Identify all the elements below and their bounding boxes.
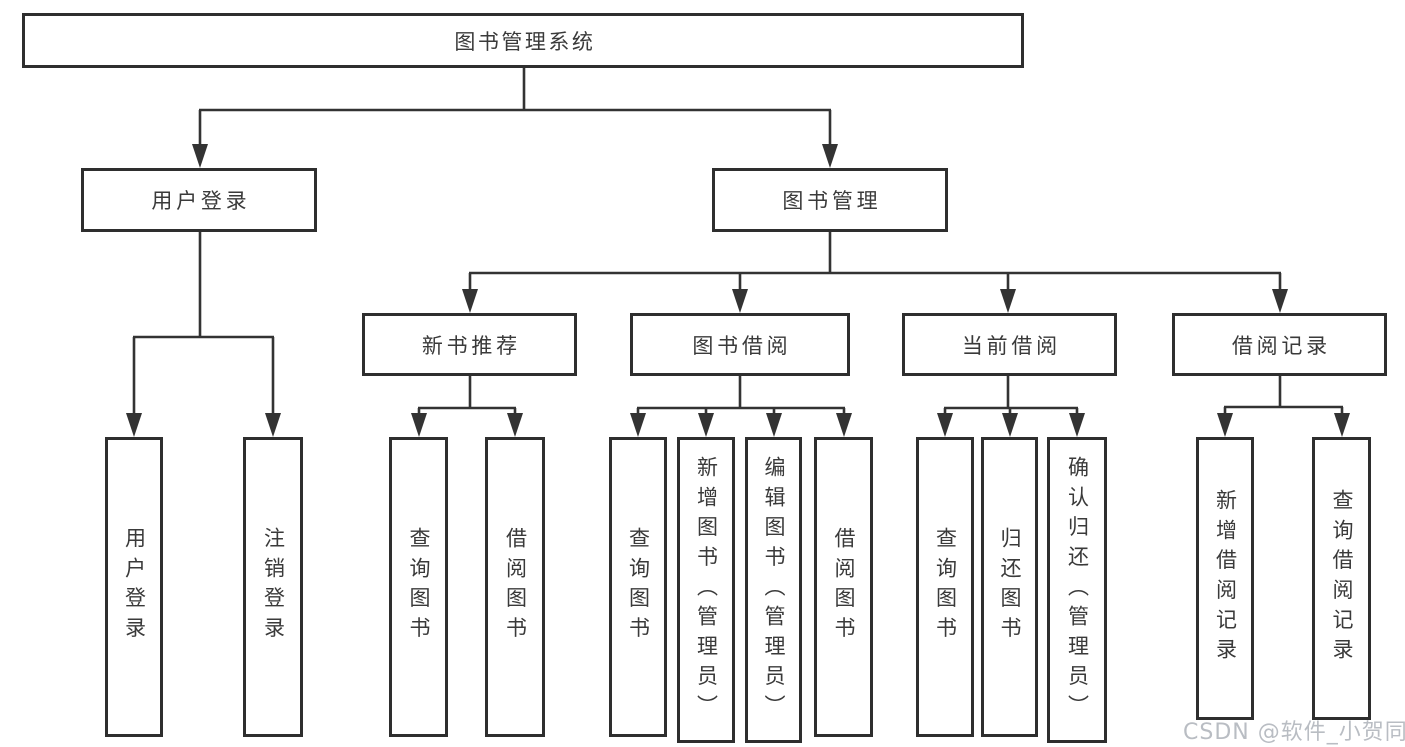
node-current-borrowing: 当前借阅	[902, 313, 1117, 376]
node-new-book-recommend: 新书推荐	[362, 313, 577, 376]
leaf-edit-book-admin: 编辑图书（管理员）	[745, 437, 802, 743]
leaf-query-books-current: 查询图书	[916, 437, 974, 737]
leaf-user-login: 用户登录	[105, 437, 163, 737]
leaf-confirm-return-admin: 确认归还（管理员）	[1047, 437, 1107, 743]
node-user-login: 用户登录	[81, 168, 317, 232]
node-root: 图书管理系统	[22, 13, 1024, 68]
node-borrowing-records: 借阅记录	[1172, 313, 1387, 376]
leaf-query-books-borrowing: 查询图书	[609, 437, 667, 737]
leaf-query-borrow-record: 查询借阅记录	[1312, 437, 1371, 720]
leaf-borrow-books-borrowing: 借阅图书	[814, 437, 873, 737]
leaf-borrow-books-recommend: 借阅图书	[485, 437, 545, 737]
leaf-logout: 注销登录	[243, 437, 303, 737]
leaf-add-borrow-record: 新增借阅记录	[1196, 437, 1254, 720]
node-book-management: 图书管理	[712, 168, 948, 232]
leaf-query-books-recommend: 查询图书	[389, 437, 448, 737]
node-book-borrowing: 图书借阅	[630, 313, 850, 376]
leaf-return-book: 归还图书	[981, 437, 1038, 737]
leaf-add-book-admin: 新增图书（管理员）	[677, 437, 735, 743]
